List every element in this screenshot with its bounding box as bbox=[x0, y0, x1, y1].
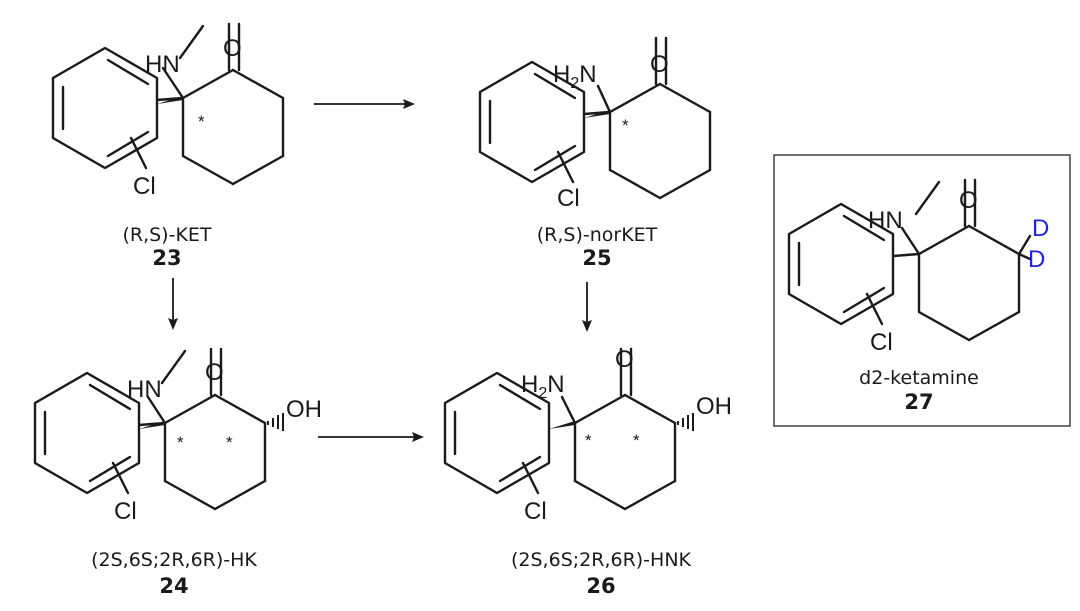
arrow-23-to-25 bbox=[314, 99, 415, 109]
atom-O: O bbox=[615, 346, 634, 373]
compound-26-number: 26 bbox=[586, 574, 615, 598]
compound-24-number: 24 bbox=[159, 574, 188, 598]
stereo-star: * bbox=[622, 116, 629, 135]
arrow-24-to-26 bbox=[318, 432, 424, 442]
atom-Cl: Cl bbox=[133, 173, 156, 200]
stereo-star: * bbox=[177, 433, 184, 452]
compound-27-structure: O HN D D Cl bbox=[787, 178, 1049, 356]
stereo-star: * bbox=[585, 431, 592, 450]
compound-23-name: (R,S)-KET bbox=[122, 224, 211, 246]
atom-O: O bbox=[205, 359, 224, 386]
atom-O: O bbox=[650, 51, 669, 78]
atom-H2N: H2N bbox=[553, 61, 597, 92]
compound-23-number: 23 bbox=[152, 246, 181, 270]
arrow-25-to-26 bbox=[582, 282, 592, 332]
stereo-star: * bbox=[633, 431, 640, 450]
atom-O: O bbox=[223, 35, 242, 62]
atom-Cl: Cl bbox=[870, 329, 893, 356]
atom-Cl: Cl bbox=[114, 498, 137, 525]
compound-27-name: d2-ketamine bbox=[859, 367, 979, 389]
compound-26-name: (2S,6S;2R,6R)-HNK bbox=[511, 549, 692, 571]
atom-O: O bbox=[959, 187, 978, 214]
atom-OH: OH bbox=[286, 396, 322, 423]
compound-25-structure: O H2N Cl * bbox=[478, 36, 712, 212]
stereo-star: * bbox=[226, 433, 233, 452]
compound-26-structure: O H2N OH Cl * * bbox=[443, 346, 732, 525]
compound-25-number: 25 bbox=[582, 246, 611, 270]
atom-Cl: Cl bbox=[557, 185, 580, 212]
atom-H2N: H2N bbox=[521, 371, 565, 402]
atom-D: D bbox=[1032, 215, 1049, 242]
stereo-star: * bbox=[198, 112, 205, 131]
atom-Cl: Cl bbox=[524, 498, 547, 525]
compound-23-structure: O HN Cl * bbox=[51, 22, 285, 200]
arrow-23-to-24 bbox=[168, 278, 178, 330]
compound-24-name: (2S,6S;2R,6R)-HK bbox=[91, 549, 257, 571]
atom-HN: HN bbox=[145, 51, 180, 78]
compound-27-number: 27 bbox=[904, 390, 933, 414]
d2-ketamine-box bbox=[773, 154, 1071, 427]
atom-D: D bbox=[1028, 246, 1045, 273]
compound-24-structure: O HN OH Cl * * bbox=[33, 347, 322, 525]
atom-HN: HN bbox=[127, 376, 162, 403]
atom-HN: HN bbox=[868, 207, 903, 234]
compound-25-name: (R,S)-norKET bbox=[537, 224, 658, 246]
atom-OH: OH bbox=[696, 393, 732, 420]
